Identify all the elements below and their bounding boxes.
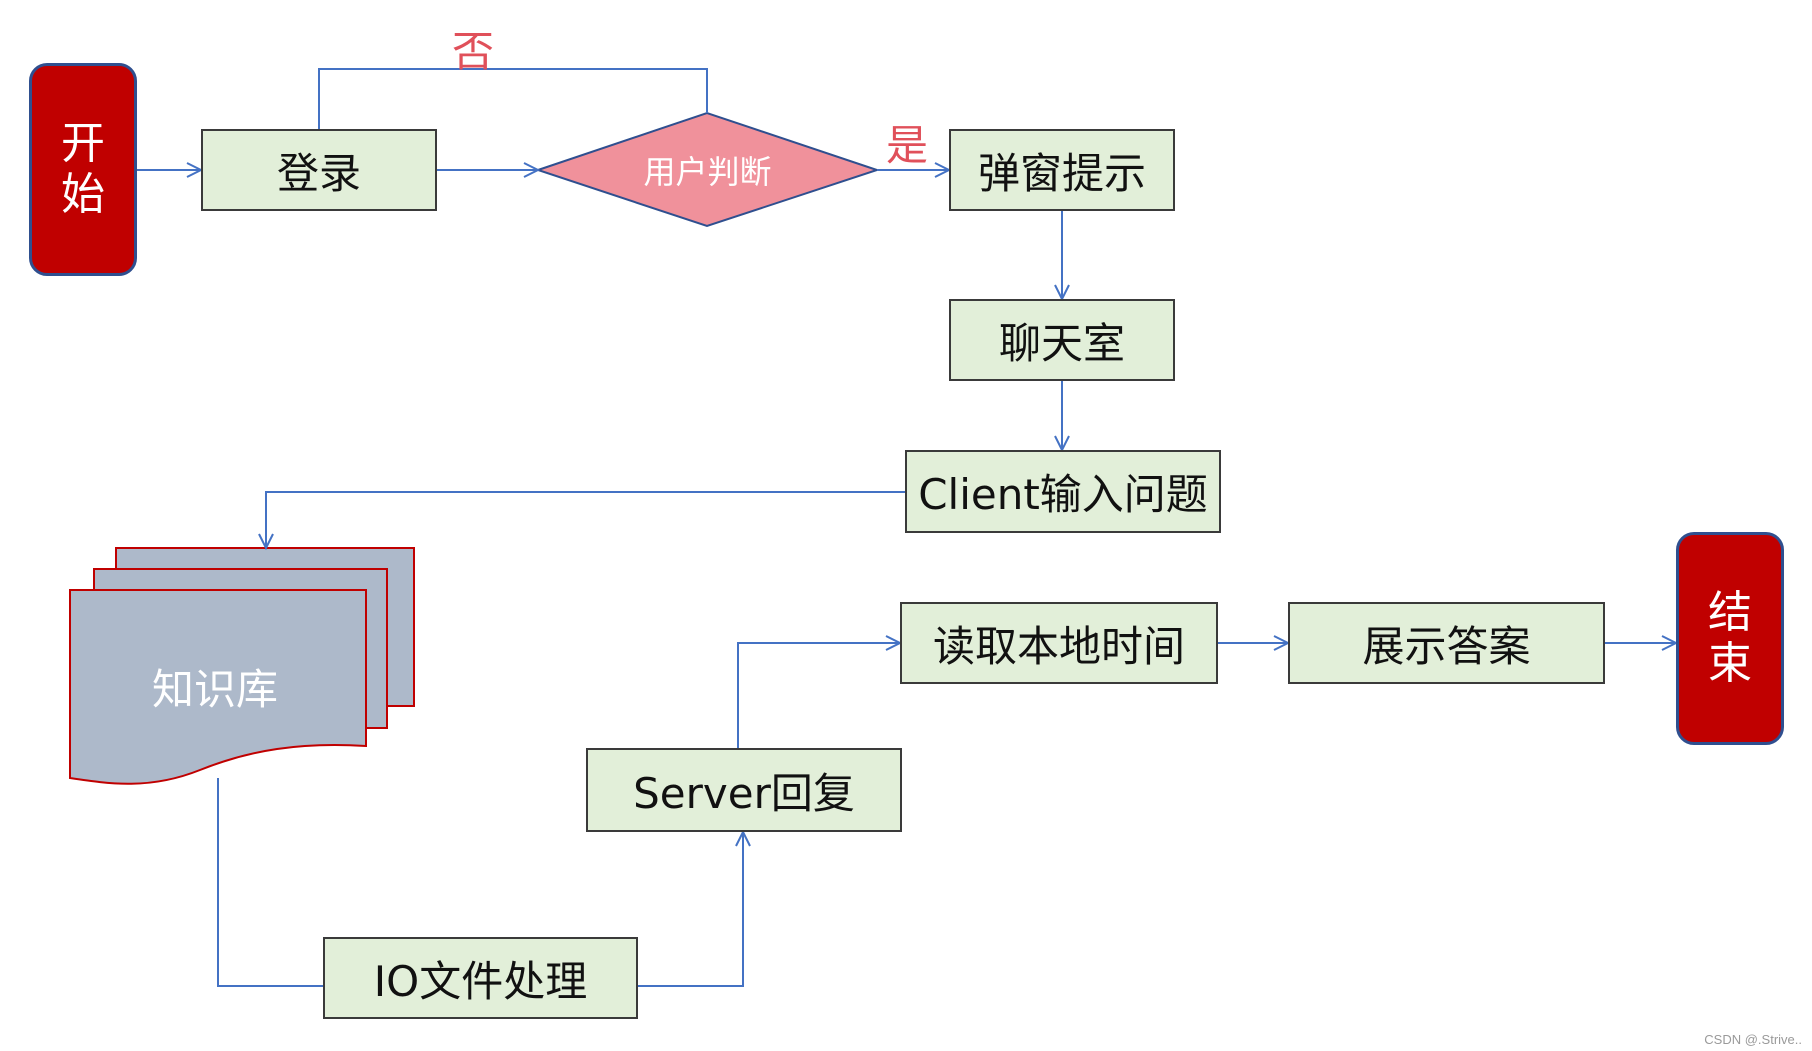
client-input-box: Client输入问题: [905, 450, 1221, 533]
show-answer-box: 展示答案: [1288, 602, 1605, 684]
edge-server-readtime: [737, 635, 903, 748]
end-label-line-1: 结: [1708, 586, 1752, 638]
yes-branch-label: 是: [886, 121, 929, 170]
read-time-box: 读取本地时间: [900, 602, 1218, 684]
edge-client-knowledge: [258, 491, 905, 551]
login-box: 登录: [201, 129, 437, 211]
chatroom-label: 聊天室: [998, 318, 1125, 368]
knowledge-base-sheet-front: [69, 589, 367, 785]
end-terminal: 结 束: [1676, 532, 1784, 745]
start-terminal: 开 始: [29, 63, 137, 276]
io-process-box: IO文件处理: [323, 937, 638, 1019]
edge-knowledge-io: [217, 778, 323, 987]
edge-io-server: [638, 829, 751, 987]
chatroom-box: 聊天室: [949, 299, 1175, 381]
user-check-label: 用户判断: [643, 153, 772, 191]
watermark: CSDN @.Strive..: [1704, 1032, 1802, 1047]
knowledge-base-shape: [69, 547, 415, 785]
server-reply-label: Server回复: [633, 768, 855, 818]
no-branch-label: 否: [452, 27, 495, 76]
popup-label: 弹窗提示: [977, 148, 1146, 198]
start-label-line-2: 始: [61, 168, 105, 220]
io-process-label: IO文件处理: [373, 956, 588, 1006]
start-label-line-1: 开: [61, 117, 105, 169]
knowledge-base-label: 知识库: [152, 665, 279, 714]
edge-check-no-loop: [318, 68, 708, 129]
login-label: 登录: [276, 148, 361, 198]
read-time-label: 读取本地时间: [932, 621, 1185, 671]
popup-box: 弹窗提示: [949, 129, 1175, 211]
end-label-line-2: 束: [1708, 637, 1752, 689]
client-input-label: Client输入问题: [918, 470, 1208, 519]
show-answer-label: 展示答案: [1362, 621, 1531, 671]
connectors: [137, 68, 1679, 987]
server-reply-box: Server回复: [586, 748, 902, 832]
